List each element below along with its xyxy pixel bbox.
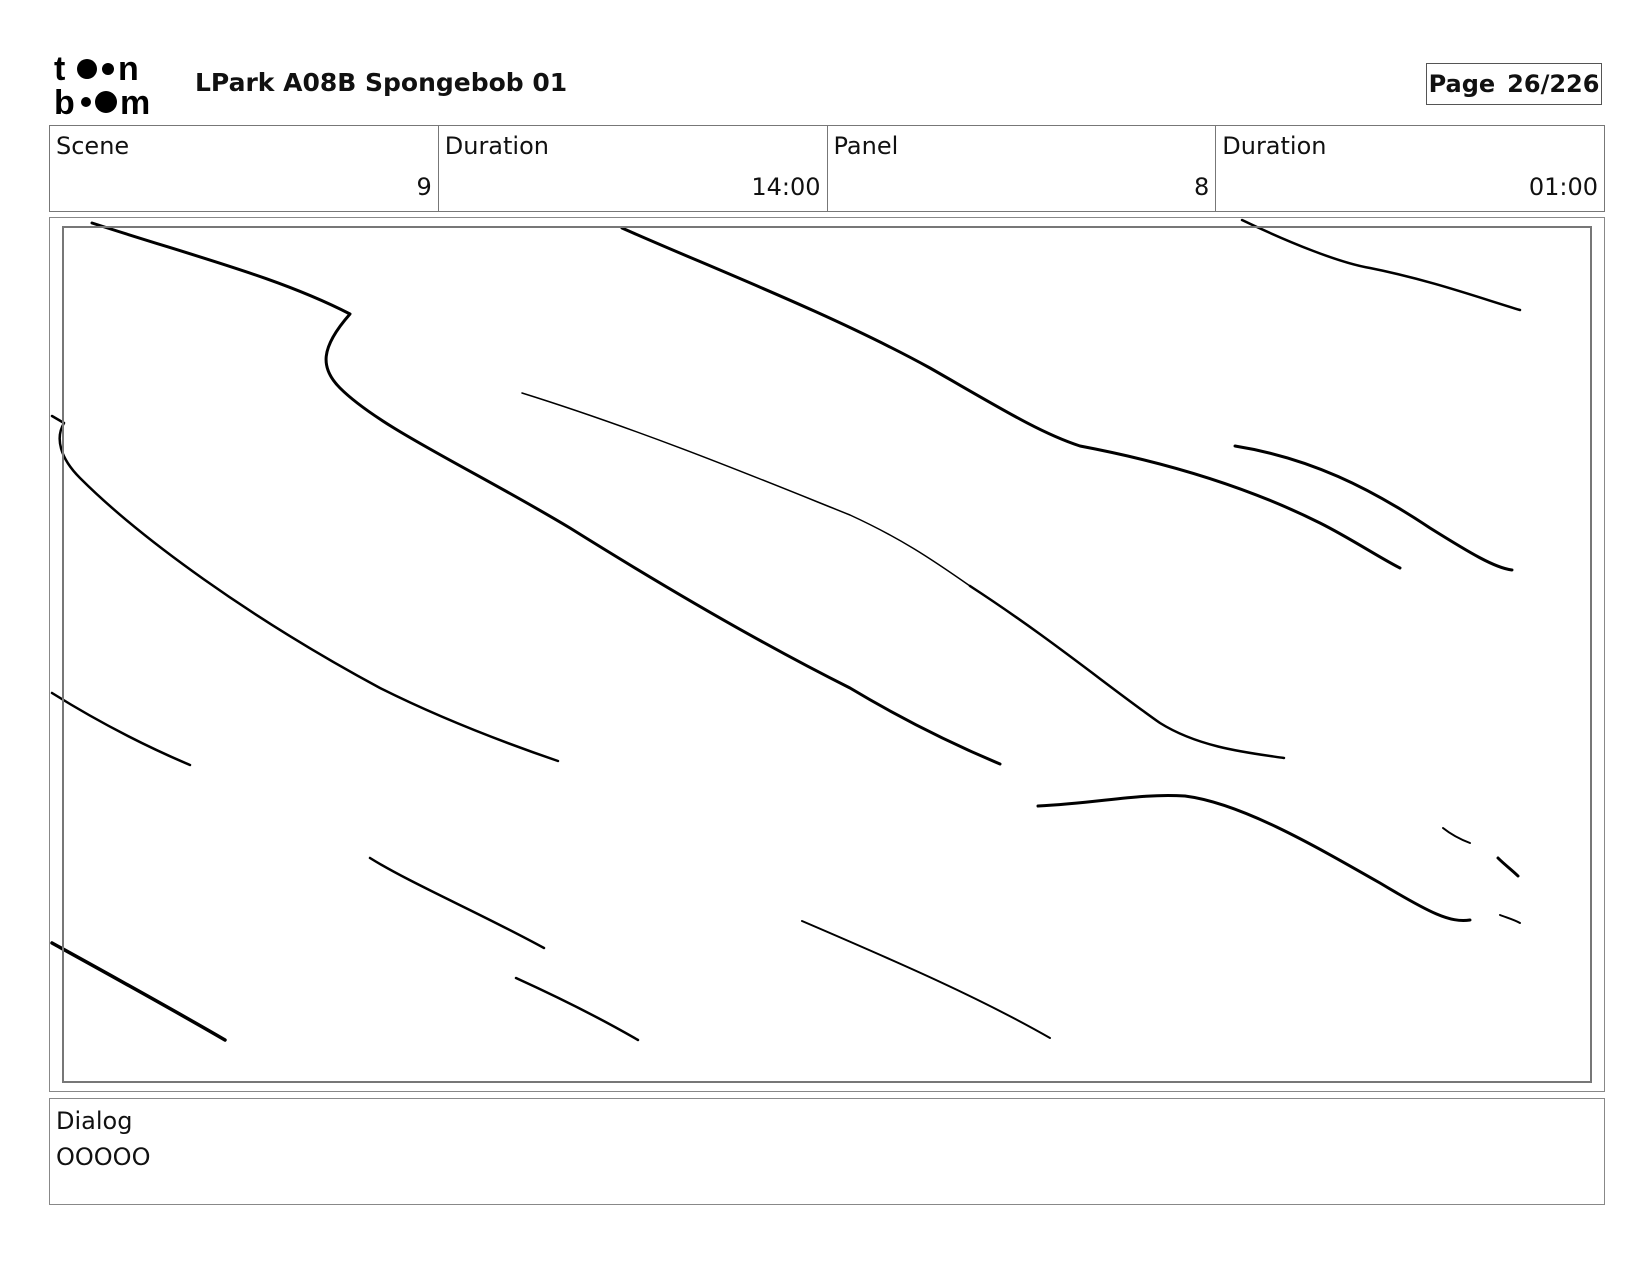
panel-duration-label: Duration <box>1222 132 1327 160</box>
storyboard-panel <box>49 217 1605 1092</box>
project-title: LPark A08B Spongebob 01 <box>195 68 568 97</box>
panel-sketch <box>50 218 1522 1042</box>
dialog-box: Dialog OOOOO <box>49 1098 1605 1205</box>
scene-duration-value: 14:00 <box>751 173 821 201</box>
sketch-stroke <box>514 976 640 1042</box>
scene-cell: Scene 9 <box>50 126 439 211</box>
svg-text:m: m <box>120 84 150 118</box>
svg-text:b: b <box>54 84 75 118</box>
svg-text:t: t <box>54 52 65 88</box>
panel-label: Panel <box>833 132 899 160</box>
scene-duration-cell: Duration 14:00 <box>439 126 828 211</box>
toon-boom-logo: t n b m <box>54 52 174 118</box>
sketch-stroke <box>801 920 1051 1039</box>
sketch-stroke <box>620 226 1402 570</box>
dialog-label: Dialog <box>56 1107 133 1135</box>
page-label: Page <box>1428 70 1496 98</box>
scene-value: 9 <box>416 173 432 201</box>
sketch-stroke <box>1499 914 1521 924</box>
sketch-stroke <box>90 221 1002 766</box>
sketch-stroke <box>1233 444 1514 572</box>
panel-info-bar: Scene 9 Duration 14:00 Panel 8 Duration … <box>49 125 1605 212</box>
svg-text:n: n <box>118 52 139 88</box>
sketch-stroke <box>1036 793 1472 922</box>
sketch-stroke <box>50 691 192 767</box>
panel-cell: Panel 8 <box>828 126 1217 211</box>
panel-value: 8 <box>1193 173 1210 201</box>
sketch-stroke <box>1442 827 1471 844</box>
toon-boom-logo-icon: t n b m <box>54 52 150 118</box>
page-value: 26/226 <box>1507 70 1600 98</box>
dialog-text: OOOOO <box>56 1143 151 1171</box>
sketch-stroke <box>50 414 560 763</box>
page-indicator: Page 26/226 <box>1426 63 1602 105</box>
scene-label: Scene <box>56 132 130 160</box>
sketch-stroke <box>521 392 971 587</box>
sketch-stroke <box>1240 218 1522 312</box>
sketch-stroke <box>968 584 1286 760</box>
panel-duration-value: 01:00 <box>1528 173 1598 201</box>
sketch-stroke <box>368 856 546 950</box>
panel-duration-cell: Duration 01:00 <box>1216 126 1604 211</box>
sketch-stroke <box>1496 856 1520 878</box>
scene-duration-label: Duration <box>444 132 549 160</box>
sketch-stroke <box>50 941 227 1042</box>
